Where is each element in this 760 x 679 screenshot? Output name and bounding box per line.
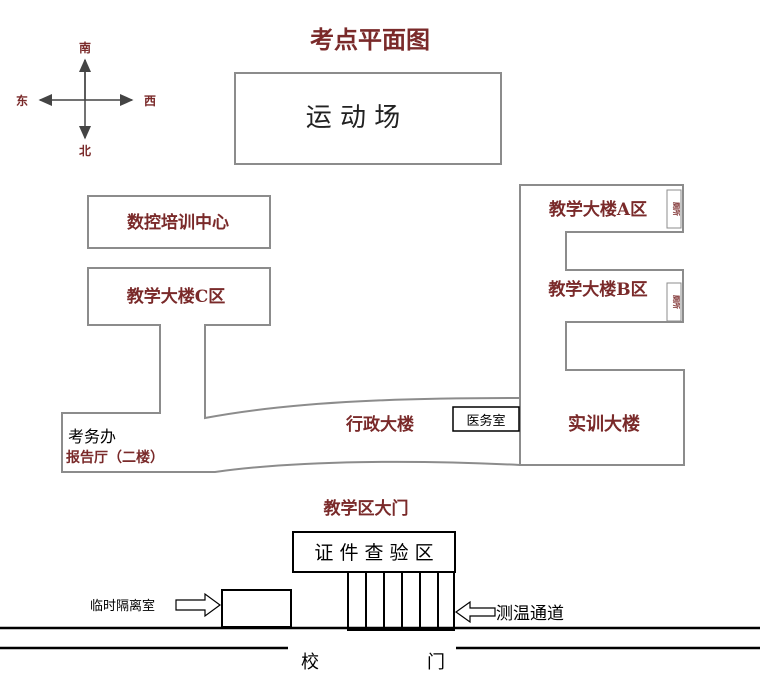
school-gate-right-char: 门 <box>427 652 445 673</box>
training-building-label: 实训大楼 <box>568 413 640 435</box>
isolation-arrow-icon <box>175 592 222 618</box>
compass-right-label: 西 <box>144 94 156 108</box>
medical-room-label: 医务室 <box>466 413 505 429</box>
compass-rose: 南 北 东 西 <box>16 40 156 158</box>
toilet-a-label: 厕所 <box>672 202 681 216</box>
toilet-b-box <box>666 282 682 322</box>
compass-left-label: 东 <box>16 93 28 108</box>
school-gate-left-char: 校 <box>301 652 319 673</box>
isolation-room-label: 临时隔离室 <box>90 598 155 614</box>
temperature-channel-label: 测温通道 <box>496 604 564 624</box>
temperature-arrow-icon <box>454 600 496 624</box>
admin-building-label: 行政大楼 <box>345 414 414 435</box>
temperature-lanes <box>347 571 455 631</box>
exam-office-label: 考务办 <box>68 427 116 446</box>
medical-room-box <box>452 406 520 432</box>
toilet-b-label: 厕所 <box>672 295 681 309</box>
building-c-label: 教学大楼C区 <box>126 286 226 307</box>
building-a-label: 教学大楼A区 <box>548 199 647 220</box>
teaching-gate-label: 教学区大门 <box>323 498 409 519</box>
building-b-label: 教学大楼B区 <box>547 279 647 300</box>
e-building-outline <box>519 184 685 466</box>
compass-top-label: 南 <box>79 40 91 55</box>
stadium-label: 运 动 场 <box>306 103 401 133</box>
toilet-a-box <box>666 189 682 229</box>
map-title: 考点平面图 <box>310 25 430 54</box>
report-hall-label: 报告厅（二楼） <box>66 449 164 466</box>
school-boundary <box>0 626 760 650</box>
id-check-label: 证 件 查 验 区 <box>314 542 433 564</box>
compass-bottom-label: 北 <box>79 143 91 158</box>
isolation-room-box <box>221 589 292 628</box>
cnc-center-label: 数控培训中心 <box>127 212 229 233</box>
cnc-center-block <box>87 195 271 249</box>
id-check-box <box>292 531 456 573</box>
stadium-block <box>234 72 502 165</box>
